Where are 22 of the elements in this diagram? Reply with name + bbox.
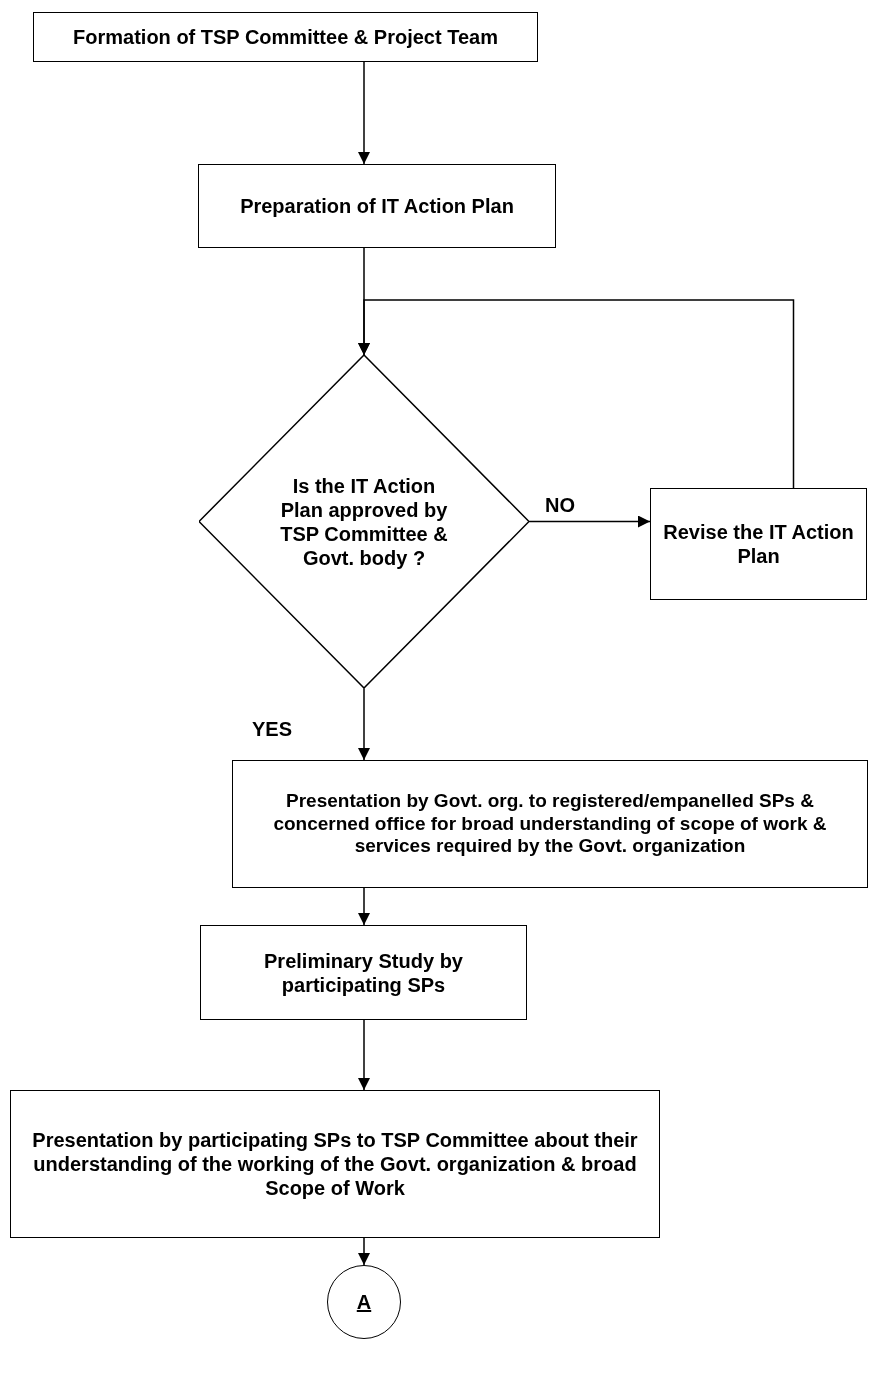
node-text: Revise the IT Action Plan bbox=[662, 520, 855, 568]
decision-diamond bbox=[199, 355, 529, 688]
node-text: Presentation by participating SPs to TSP Committee about their understanding of the working of the Govt. organization & broad Scope of Work bbox=[31, 1128, 639, 1200]
arrow bbox=[358, 1237, 370, 1266]
node-text: Preparation of IT Action Plan bbox=[240, 194, 514, 218]
arrow bbox=[358, 1019, 370, 1091]
process-box bbox=[200, 925, 527, 1020]
process-box bbox=[198, 164, 556, 248]
node-text: Presentation by Govt. org. to registered/empanelled SPs & concerned office for broad understanding of scope of work & services required by the Govt. organization bbox=[272, 789, 828, 859]
process-box bbox=[232, 760, 868, 888]
node-text: Preliminary Study by participating SPs bbox=[263, 948, 464, 997]
arrow bbox=[358, 887, 370, 926]
arrow bbox=[358, 687, 370, 761]
process-box bbox=[10, 1090, 660, 1238]
node-text: Formation of TSP Committee & Project Team bbox=[73, 25, 498, 49]
connector-letter: A bbox=[356, 1290, 372, 1314]
process-box bbox=[33, 12, 538, 62]
arrow bbox=[358, 299, 795, 489]
arrow bbox=[358, 61, 370, 165]
arrow bbox=[528, 515, 651, 528]
node-text: Is the IT Action Plan approved by TSP Committee & Govt. body ? bbox=[279, 473, 449, 570]
process-box bbox=[650, 488, 867, 600]
